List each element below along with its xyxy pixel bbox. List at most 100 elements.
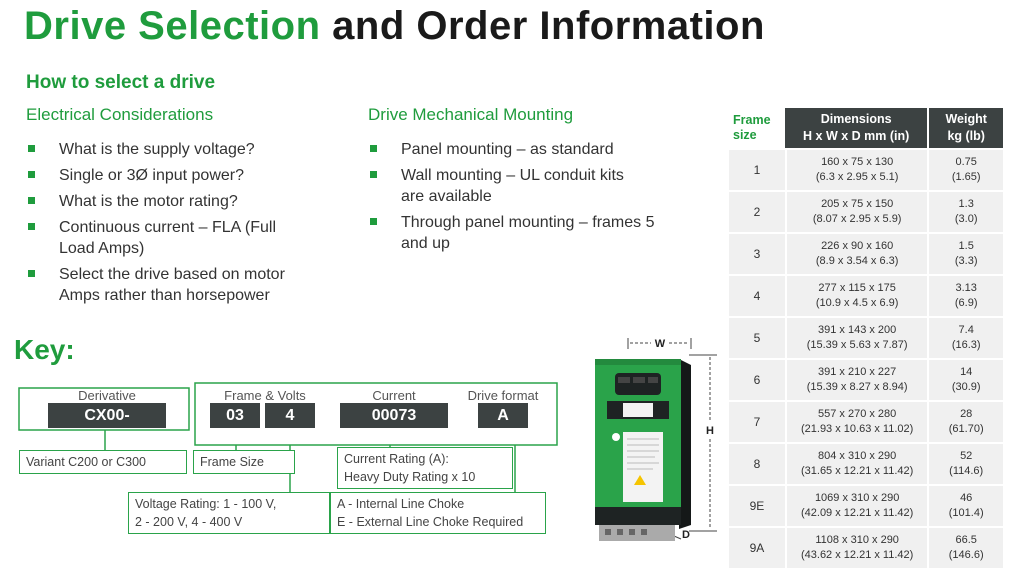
frame-cell: 3 [729,234,785,274]
dimensions-cell: 391 x 210 x 227(15.39 x 8.27 x 8.94) [784,360,928,400]
header-line: kg (lb) [947,129,985,143]
frame-value: 7 [753,414,761,429]
table-row: 6 391 x 210 x 227(15.39 x 8.27 x 8.94) 14 (… [729,360,1003,400]
note-line: A - Internal Line Choke [337,497,465,511]
table-row: 2 205 x 75 x 150(8.07 x 2.95 x 5.9)1.3(3.… [729,192,1003,232]
note-line: E - External Line Choke Required [337,515,524,529]
dimensions-cell: 160 x 75 x 130 (6.3 x 2.95 x 5.1) [784,150,928,190]
frame-cell: 8 [729,444,785,484]
frame-value: 6 [753,372,761,387]
weight-kg: 28 [960,408,973,420]
w-dimension-label: W [655,338,666,350]
header-line: Frame [733,113,771,127]
frame-cell: 6 [729,360,785,400]
title-highlight: Drive Selection [24,4,321,48]
frame-cell: 5 [729,318,785,358]
how-to-heading: How to select a drive [26,72,216,93]
dim-in: (15.39 x 5.63 x 7.87) [806,339,908,351]
weight-cell: 1.3(3.0) [927,192,1003,232]
frame-size-header: Frame size [729,108,785,148]
weight-cell: 46(101.4) [927,486,1003,526]
dimensions-cell: 1069 x 310 x 290(42.09 x 12.21 x 11.42) [784,486,928,526]
d-dimension-label: D [682,529,690,541]
weight-kg: 14 [960,366,973,378]
list-item: What is the motor rating? [26,191,346,212]
dimensions-cell: 1108 x 310 x 290(43.62 x 12.21 x 11.42) [784,528,928,568]
frame-cell: 4 [729,276,785,316]
frame-code: 03 [210,403,260,428]
spec-table-body: 1 160 x 75 x 130 (6.3 x 2.95 x 5.1) 0.75 (1.… [729,150,1003,568]
current-label: Current [372,388,416,403]
list-item: Continuous current – FLA (Full Load Amps… [26,217,309,259]
drive-format-code: A [478,403,528,428]
frame-cell: 2 [729,192,785,232]
key-title: Key: [14,334,75,365]
weight-kg: 0.75 [955,156,977,168]
weight-lb: (3.3) [954,255,978,267]
weight-cell: 1.5 (3.3) [927,234,1003,274]
note-line: 2 - 200 V, 4 - 400 V [135,515,243,529]
dim-in: (6.3 x 2.95 x 5.1) [815,171,899,183]
frame-cell: 7 [729,402,785,442]
drive-image: W H D [595,338,717,541]
derivative-code: CX00- [48,403,166,428]
dim-mm: 1069 x 310 x 290 [814,492,900,504]
table-row: 3 226 x 90 x 160 (8.9 x 3.54 x 6.3) 1.5 (3.3… [729,234,1003,274]
weight-kg: 3.13 [955,282,977,294]
weight-lb: (114.6) [949,465,984,477]
electrical-section: Electrical Considerations What is the su… [26,105,346,311]
spec-table: Frame size Dimensions H x W x D mm (in) … [729,106,1003,570]
frame-value: 4 [753,288,761,303]
frame-cell: 9A [729,528,785,568]
frame-cell: 1 [729,150,785,190]
weight-lb: (3.0) [954,213,978,225]
weight-lb: (1.65) [951,171,981,183]
header-line: H x W x D mm (in) [803,129,910,143]
weight-kg: 1.5 [958,240,974,252]
weight-cell: 7.4 (16.3) [927,318,1003,358]
weight-lb: (61.70) [948,423,984,435]
dimensions-cell: 205 x 75 x 150(8.07 x 2.95 x 5.9) [784,192,928,232]
dim-mm: 391 x 143 x 200 [818,324,897,336]
weight-lb: (30.9) [951,381,981,393]
mechanical-heading: Drive Mechanical Mounting [368,105,574,124]
dim-mm: 205 x 75 x 150 [821,198,894,210]
dim-in: (15.39 x 8.27 x 8.94) [806,381,908,393]
weight-cell: 14 (30.9) [927,360,1003,400]
frame-value: 3 [753,246,761,261]
current-rating-note: Current Rating (A): Heavy Duty Rating x … [337,447,513,489]
dim-mm: 160 x 75 x 130 [821,156,894,168]
weight-kg: 7.4 [958,324,974,336]
header-line: size [733,128,757,142]
dim-in: (8.9 x 3.54 x 6.3) [815,255,899,267]
dim-mm: 1108 x 310 x 290 [815,534,899,546]
page-title: Drive Selection and Order Information [24,4,765,49]
variant-note: Variant C200 or C300 [19,450,187,474]
dimensions-header: Dimensions H x W x D mm (in) [784,108,928,148]
weight-kg: 66.5 [955,534,977,546]
weight-cell: 3.13 (6.9) [927,276,1003,316]
voltage-note: Voltage Rating: 1 - 100 V, 2 - 200 V, 4 … [128,492,330,534]
frame-value: 2 [753,204,761,219]
weight-lb: (16.3) [951,339,981,351]
table-row: 5 391 x 143 x 200 (15.39 x 5.63 x 7.87) 7.4… [729,318,1003,358]
derivative-label: Derivative [78,388,136,403]
weight-header: Weight kg (lb) [927,108,1003,148]
dimensions-cell: 391 x 143 x 200 (15.39 x 5.63 x 7.87) [784,318,928,358]
weight-lb: (6.9) [954,297,978,309]
frame-size-note: Frame Size [193,450,295,474]
frame-value: 1 [753,162,761,177]
table-header-row: Frame size Dimensions H x W x D mm (in) … [729,108,1003,148]
dim-mm: 277 x 115 x 175 [818,282,896,294]
list-item: Through panel mounting – frames 5 and up [368,212,661,254]
frame-volts-label: Frame & Volts [224,388,306,403]
choke-note: A - Internal Line Choke E - External Lin… [330,492,546,534]
header-line: Dimensions [820,112,892,126]
dim-mm: 226 x 90 x 160 [821,240,894,252]
frame-value: 8 [753,456,761,471]
note-line: Voltage Rating: 1 - 100 V, [135,497,277,511]
frame-value: 5 [753,330,761,345]
